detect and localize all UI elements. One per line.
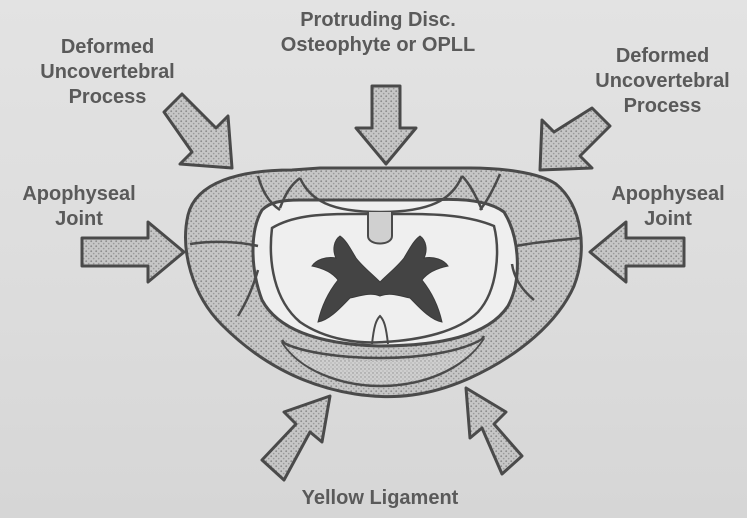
label-line: Process	[575, 94, 747, 119]
label-yellow-ligament: Yellow Ligament	[270, 486, 490, 511]
label-line: Apophyseal	[593, 182, 743, 207]
label-apophyseal-joint-left: Apophyseal Joint	[4, 182, 154, 232]
label-line: Protruding Disc.	[258, 8, 498, 33]
label-line: Yellow Ligament	[270, 486, 490, 511]
label-line: Joint	[4, 207, 154, 232]
compression-arrow	[466, 388, 522, 474]
label-line: Osteophyte or OPLL	[258, 33, 498, 58]
label-apophyseal-joint-right: Apophyseal Joint	[593, 182, 743, 232]
label-deformed-uncovertebral-right: Deformed Uncovertebral Process	[575, 44, 747, 119]
compression-arrow	[262, 396, 330, 480]
label-line: Joint	[593, 207, 743, 232]
spinal-cord	[271, 212, 497, 344]
label-protruding-disc: Protruding Disc. Osteophyte or OPLL	[258, 8, 498, 58]
label-line: Apophyseal	[4, 182, 154, 207]
label-line: Deformed	[20, 35, 195, 60]
label-line: Uncovertebral	[575, 69, 747, 94]
label-line: Deformed	[575, 44, 747, 69]
compression-arrow	[356, 86, 416, 164]
label-deformed-uncovertebral-left: Deformed Uncovertebral Process	[20, 35, 195, 110]
label-line: Process	[20, 85, 195, 110]
label-line: Uncovertebral	[20, 60, 195, 85]
